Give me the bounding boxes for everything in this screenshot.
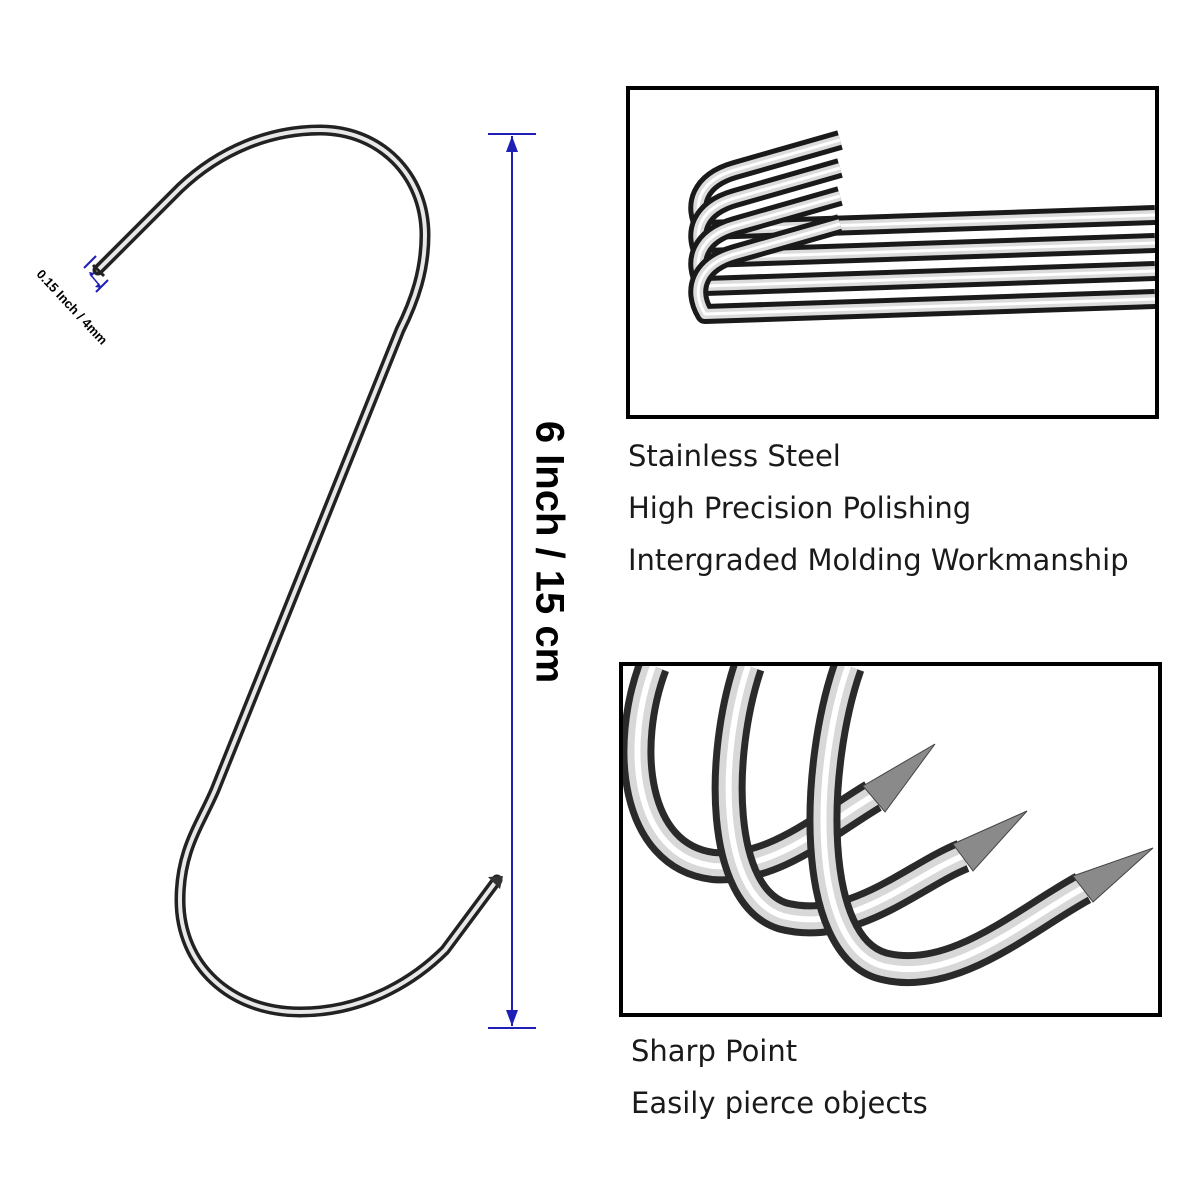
height-dimension-arrow	[488, 133, 536, 1029]
point-feature-list: Sharp Point Easily pierce objects	[631, 1025, 928, 1129]
sharp-points-closeup-photo	[619, 662, 1162, 1017]
sharp-points-image	[623, 666, 1158, 1013]
feature-molding: Intergraded Molding Workmanship	[628, 543, 1129, 577]
sharp-hook-2	[711, 666, 1028, 937]
s-hook	[91, 124, 503, 1018]
stacked-rod-4	[688, 214, 1155, 324]
thickness-dimension-marker	[83, 255, 109, 293]
hook-sharp-tip	[488, 876, 503, 889]
height-dimension-label: 6 Inch / 15 cm	[527, 420, 572, 684]
s-hook-illustration	[83, 124, 536, 1029]
material-feature-list: Stainless Steel High Precision Polishing…	[628, 430, 1129, 586]
stacked-hooks-image	[630, 90, 1155, 415]
feature-pierce-objects: Easily pierce objects	[631, 1086, 928, 1120]
hook-cut-end	[91, 263, 106, 278]
feature-stainless-steel: Stainless Steel	[628, 439, 841, 473]
feature-polishing: High Precision Polishing	[628, 491, 972, 525]
sharp-hook-3	[806, 666, 1154, 987]
feature-sharp-point: Sharp Point	[631, 1034, 798, 1068]
stacked-hooks-closeup-photo	[626, 86, 1159, 419]
